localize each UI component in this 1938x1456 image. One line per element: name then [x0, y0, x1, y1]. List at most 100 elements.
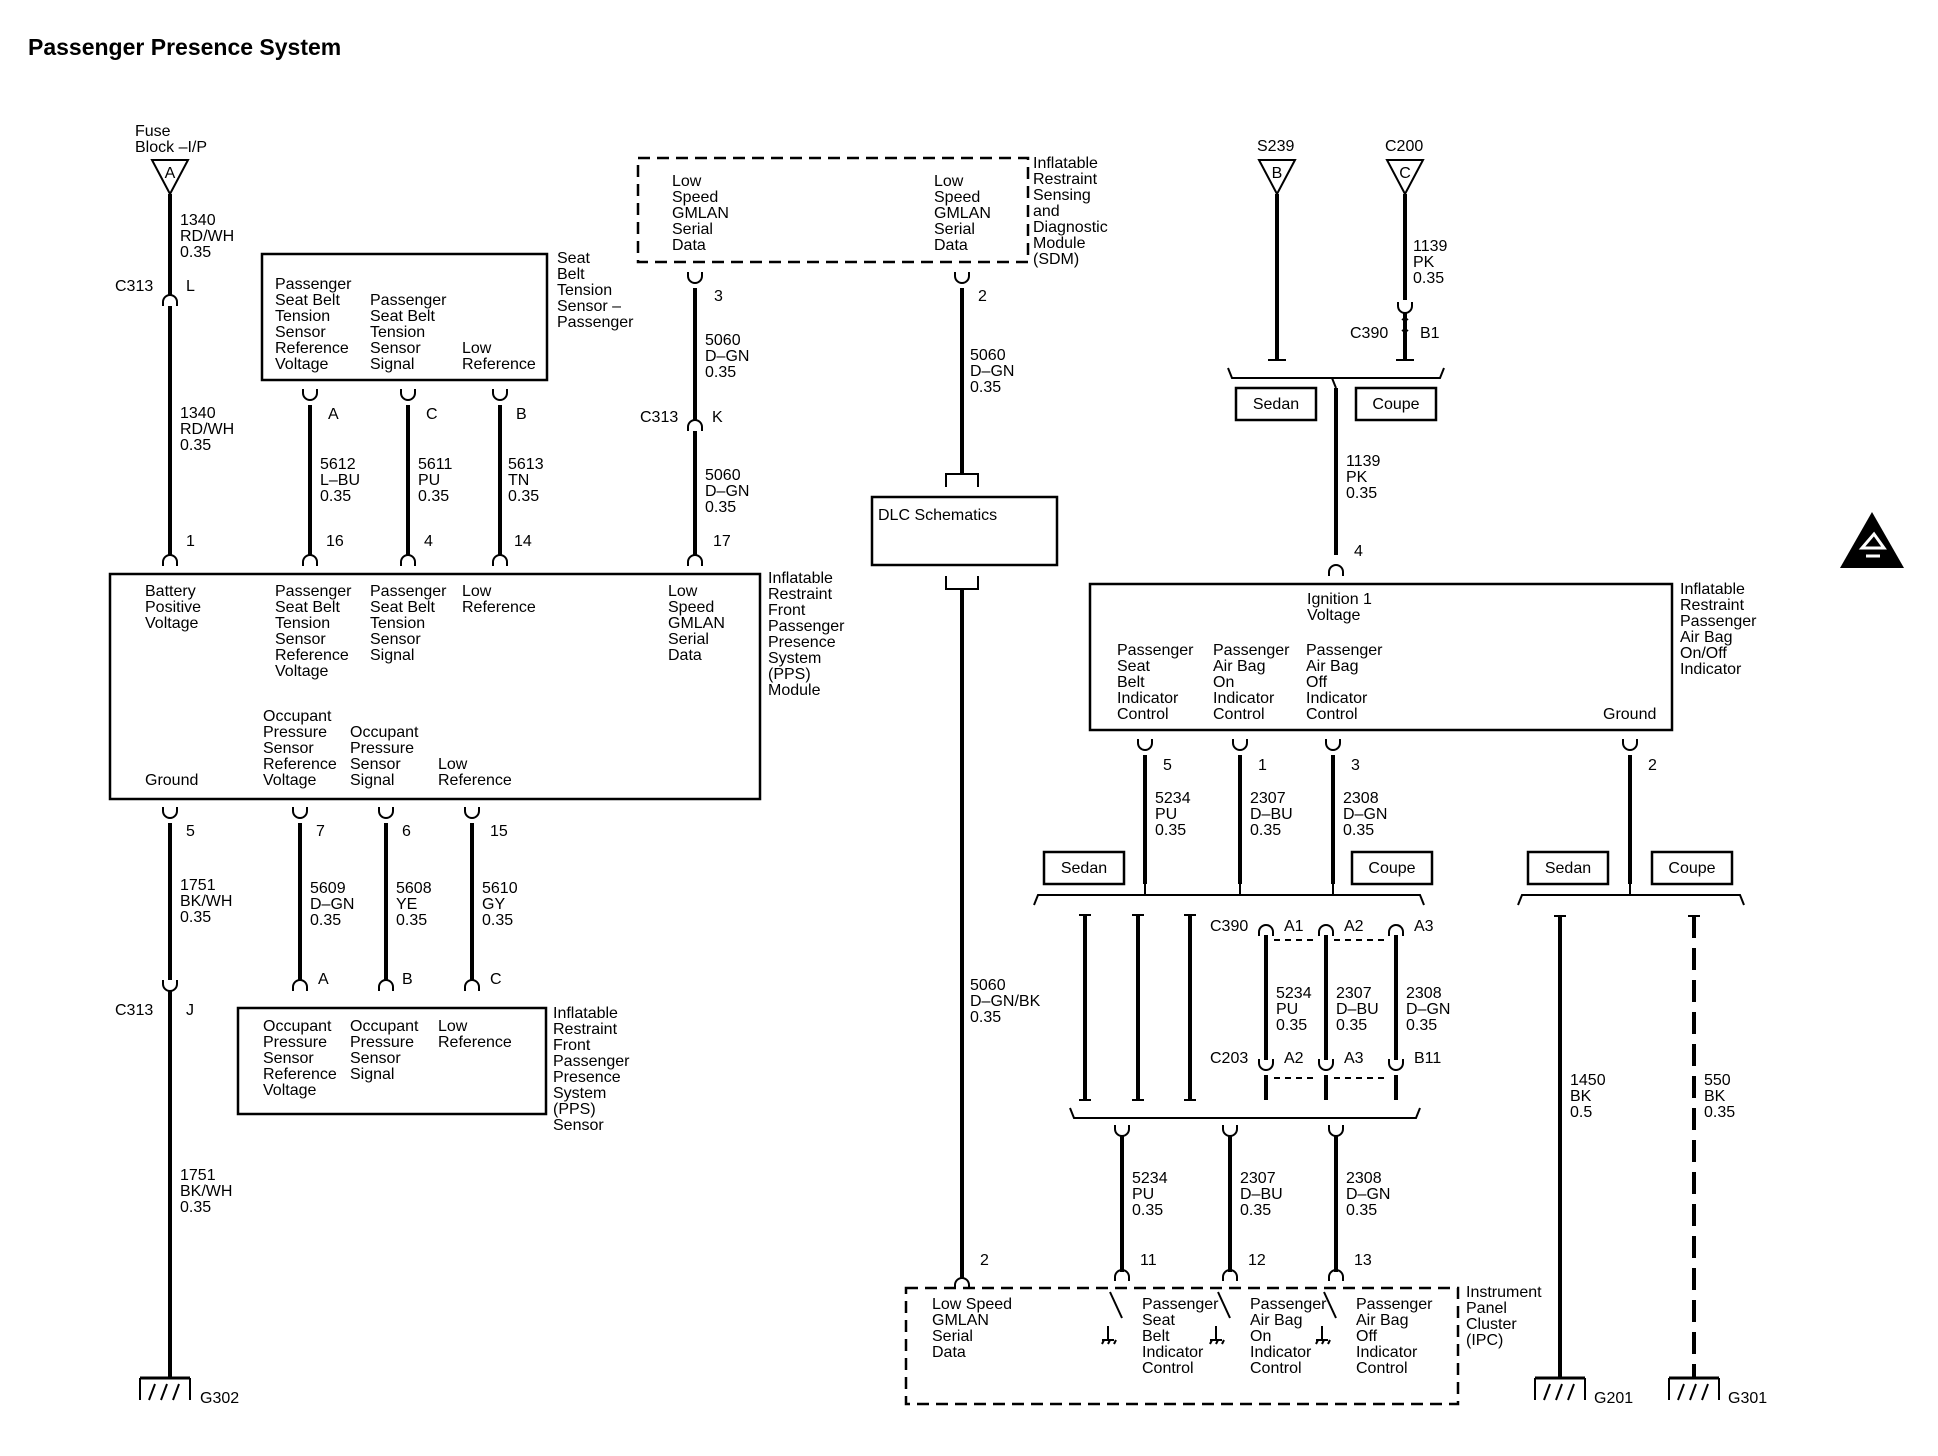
svg-text:L–BU: L–BU — [320, 472, 360, 489]
svg-text:Passenger: Passenger — [370, 292, 447, 309]
pin-label: B11 — [1414, 1050, 1441, 1067]
svg-text:D–GN: D–GN — [1343, 806, 1387, 823]
svg-text:Passenger: Passenger — [1142, 1296, 1219, 1313]
option-sedan — [1526, 850, 1610, 886]
svg-text:550: 550 — [1704, 1072, 1731, 1089]
svg-text:0.35: 0.35 — [320, 488, 351, 505]
svg-text:Passenger: Passenger — [1356, 1296, 1433, 1313]
svg-text:Passenger: Passenger — [1250, 1296, 1327, 1313]
svg-text:Indicator: Indicator — [1117, 690, 1179, 707]
svg-text:Low: Low — [462, 583, 492, 600]
sdm-title: Inflatable Restraint Sensing and Diagnos… — [1033, 155, 1108, 268]
svg-text:Reference: Reference — [462, 599, 536, 616]
wire-label: 5609 D–GN 0.35 — [310, 880, 354, 929]
svg-text:Control: Control — [1117, 706, 1169, 723]
svg-text:Data: Data — [668, 647, 702, 664]
svg-text:0.5: 0.5 — [1570, 1104, 1592, 1121]
svg-text:Pressure: Pressure — [263, 1034, 327, 1051]
option-coupe-label: Coupe — [1668, 860, 1715, 877]
pin-label: 11 — [1140, 1252, 1157, 1269]
svg-text:5613: 5613 — [508, 456, 544, 473]
svg-text:Sensor: Sensor — [263, 1050, 314, 1067]
option-sedan-label: Sedan — [1545, 860, 1591, 877]
pin-label: K — [712, 409, 723, 426]
pps-belt-ref-terminal: Passenger Seat Belt Tension Sensor Refer… — [275, 583, 352, 680]
svg-text:Ignition 1: Ignition 1 — [1307, 591, 1372, 608]
wire-label: 5060 D–GN/BK 0.35 — [970, 977, 1041, 1026]
belt-sensor-terminal-3: Low Reference — [462, 340, 536, 373]
wire-label: 550 BK 0.35 — [1704, 1072, 1735, 1121]
svg-text:D–GN: D–GN — [1346, 1186, 1390, 1203]
svg-text:5611: 5611 — [418, 456, 453, 473]
svg-text:Restraint: Restraint — [1033, 171, 1098, 188]
pps-module-title: Inflatable Restraint Front Passenger Pre… — [768, 570, 845, 699]
svg-text:Control: Control — [1213, 706, 1265, 723]
svg-text:Passenger: Passenger — [275, 583, 352, 600]
dlc-schematics-link[interactable]: DLC Schematics — [878, 507, 997, 524]
pin-label: B1 — [1420, 325, 1440, 342]
svg-text:PU: PU — [1276, 1001, 1298, 1018]
pin-label: A3 — [1344, 1050, 1364, 1067]
svg-text:Indicator: Indicator — [1356, 1344, 1418, 1361]
svg-text:Instrument: Instrument — [1466, 1284, 1542, 1301]
svg-text:Tension: Tension — [557, 282, 612, 299]
pin-label: 3 — [714, 288, 723, 305]
svg-text:Passenger: Passenger — [1117, 642, 1194, 659]
pin-label: 14 — [514, 533, 532, 550]
svg-text:0.35: 0.35 — [1704, 1104, 1735, 1121]
pin-label: B — [516, 406, 527, 423]
pin-label: C — [426, 406, 438, 423]
svg-text:0.35: 0.35 — [1132, 1202, 1163, 1219]
svg-text:0.35: 0.35 — [1336, 1017, 1367, 1034]
svg-text:Air Bag: Air Bag — [1213, 658, 1265, 675]
svg-text:0.35: 0.35 — [508, 488, 539, 505]
svg-text:Reference: Reference — [263, 1066, 337, 1083]
airbag-indicator-module — [1088, 582, 1674, 732]
diagram-title: Passenger Presence System — [28, 34, 341, 60]
svg-text:Indicator: Indicator — [1250, 1344, 1312, 1361]
svg-text:0.35: 0.35 — [418, 488, 449, 505]
svg-text:Serial: Serial — [934, 221, 975, 238]
svg-text:Belt: Belt — [1142, 1328, 1170, 1345]
svg-text:5609: 5609 — [310, 880, 346, 897]
svg-text:Data: Data — [934, 237, 968, 254]
pin-label: A1 — [1284, 918, 1304, 935]
instrument-panel-cluster — [904, 1286, 1460, 1406]
svg-text:D–BU: D–BU — [1250, 806, 1293, 823]
option-coupe — [1350, 850, 1434, 886]
svg-text:0.35: 0.35 — [396, 912, 427, 929]
svg-text:GY: GY — [482, 896, 505, 913]
svg-text:0.35: 0.35 — [1250, 822, 1281, 839]
dlc-schematics-box[interactable] — [870, 495, 1059, 567]
svg-text:5612: 5612 — [320, 456, 356, 473]
svg-text:Sensor: Sensor — [370, 340, 421, 357]
svg-text:Control: Control — [1356, 1360, 1408, 1377]
svg-text:(PPS): (PPS) — [553, 1101, 596, 1118]
svg-text:BK: BK — [1704, 1088, 1726, 1105]
wire-label: 5060 D–GN 0.35 — [705, 332, 749, 381]
svg-text:Positive: Positive — [145, 599, 201, 616]
svg-text:On: On — [1250, 1328, 1271, 1345]
ground-g301: G301 — [1728, 1390, 1767, 1407]
wire-label: 5060 D–GN 0.35 — [705, 467, 749, 516]
wire-label: 5060 D–GN 0.35 — [970, 347, 1014, 396]
svg-text:0.35: 0.35 — [1413, 270, 1444, 287]
option-sedan-label: Sedan — [1253, 396, 1299, 413]
svg-text:(IPC): (IPC) — [1466, 1332, 1503, 1349]
svg-text:Sensor: Sensor — [263, 740, 314, 757]
pin-label: A2 — [1344, 918, 1364, 935]
indicator-control-3: Passenger Air Bag Off Indicator Control — [1306, 642, 1383, 723]
svg-text:0.35: 0.35 — [1240, 1202, 1271, 1219]
svg-text:Off: Off — [1306, 674, 1328, 691]
svg-text:2307: 2307 — [1250, 790, 1286, 807]
svg-text:D–GN: D–GN — [970, 363, 1014, 380]
wire-label: 1751 BK/WH 0.35 — [180, 1167, 232, 1216]
pin-label: 7 — [316, 823, 325, 840]
svg-text:Signal: Signal — [350, 1066, 394, 1083]
svg-text:Seat Belt: Seat Belt — [370, 599, 435, 616]
svg-text:Low: Low — [934, 173, 964, 190]
svg-text:Control: Control — [1250, 1360, 1302, 1377]
option-sedan — [1042, 850, 1126, 886]
svg-text:Serial: Serial — [672, 221, 713, 238]
pin-label: 13 — [1354, 1252, 1372, 1269]
